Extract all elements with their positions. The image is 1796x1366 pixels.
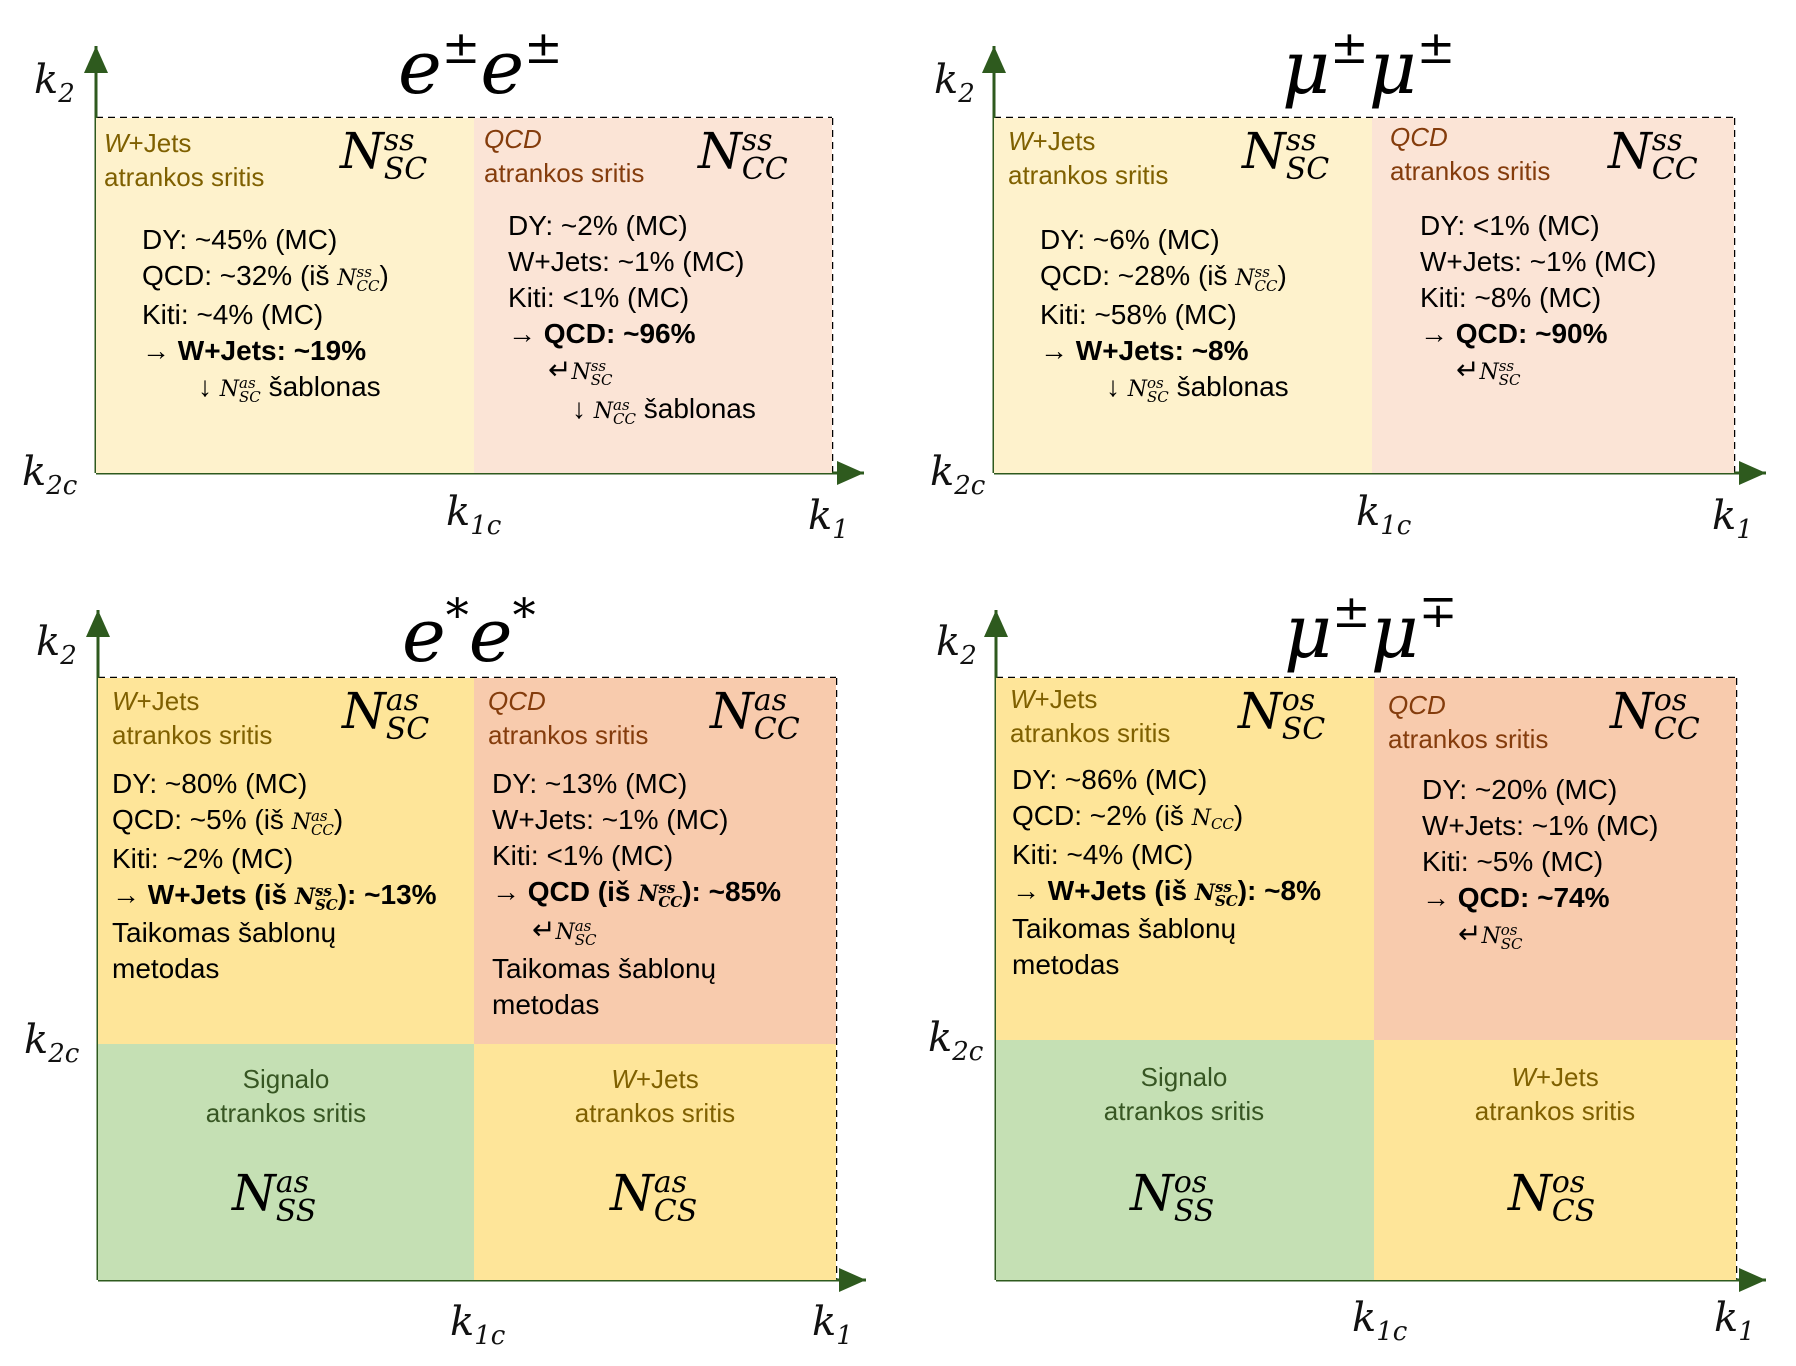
axis-label-k1c: k1c xyxy=(1352,1295,1408,1347)
axis-label-k1: k1 xyxy=(812,1299,853,1351)
region-wjets-sc xyxy=(98,678,474,1044)
wjets-selection-label: W+Jets atrankos sritis xyxy=(104,128,265,192)
qcd-composition: DY: <1% (MC) W+Jets: ~1% (MC) Kiti: ~8% … xyxy=(1420,210,1657,389)
axis-label-k2: k2 xyxy=(936,619,977,671)
region-wjets-sc xyxy=(994,118,1372,473)
region-wjets-sc xyxy=(96,118,474,473)
axis-label-k1: k1 xyxy=(808,493,849,545)
region-wjets-cs xyxy=(474,1044,836,1280)
qcd-composition: DY: ~2% (MC) W+Jets: ~1% (MC) Kiti: <1% … xyxy=(508,210,756,428)
axis-label-k1: k1 xyxy=(1714,1295,1755,1347)
region-qcd-cc xyxy=(474,118,832,473)
region-wjets-sc xyxy=(996,678,1374,1040)
signal-selection-label: Signalo atrankos sritis xyxy=(1103,1062,1265,1126)
panel-title: μ±μ± xyxy=(1282,20,1456,111)
axis-label-k2: k2 xyxy=(36,619,77,671)
axis-label-k2c: k2c xyxy=(22,449,78,501)
axis-label-k1: k1 xyxy=(1712,493,1753,545)
qcd-selection-label: QCD atrankos sritis xyxy=(484,124,645,188)
region-signal-ss xyxy=(98,1044,474,1280)
wjets-cs-selection-label: W+Jets atrankos sritis xyxy=(1474,1062,1636,1126)
wjets-cs-selection-label: W+Jets atrankos sritis xyxy=(574,1064,736,1128)
axis-label-k2: k2 xyxy=(934,57,975,109)
qcd-selection-label: QCD atrankos sritis xyxy=(1388,690,1549,754)
region-wjets-cs xyxy=(1374,1040,1736,1280)
axis-label-k2c: k2c xyxy=(24,1017,80,1069)
axis-label-k1c: k1c xyxy=(446,489,502,541)
region-qcd-cc xyxy=(474,678,836,1044)
qcd-selection-label: QCD atrankos sritis xyxy=(1390,122,1551,186)
region-qcd-cc xyxy=(1374,678,1736,1040)
axis-label-k2c: k2c xyxy=(930,449,986,501)
axis-label-k2: k2 xyxy=(34,57,75,109)
wjets-selection-label: W+Jets atrankos sritis xyxy=(1008,126,1169,190)
panel-title: μ±μ∓ xyxy=(1284,584,1458,675)
axis-label-k1c: k1c xyxy=(450,1299,506,1351)
qcd-composition: DY: ~13% (MC) W+Jets: ~1% (MC) Kiti: <1%… xyxy=(492,768,782,1020)
wjets-selection-label: W+Jets atrankos sritis xyxy=(1010,684,1171,748)
region-qcd-cc xyxy=(1372,118,1734,473)
wjets-selection-label: W+Jets atrankos sritis xyxy=(112,686,273,750)
region-signal-ss xyxy=(996,1040,1374,1280)
qcd-composition: DY: ~20% (MC) W+Jets: ~1% (MC) Kiti: ~5%… xyxy=(1422,774,1659,953)
axis-label-k1c: k1c xyxy=(1356,489,1412,541)
axis-label-k2c: k2c xyxy=(928,1015,984,1067)
qcd-selection-label: QCD atrankos sritis xyxy=(488,686,649,750)
panel-title: e±e± xyxy=(398,20,563,111)
panel-title: e*e* xyxy=(402,588,536,679)
signal-selection-label: Signalo atrankos sritis xyxy=(205,1064,367,1128)
